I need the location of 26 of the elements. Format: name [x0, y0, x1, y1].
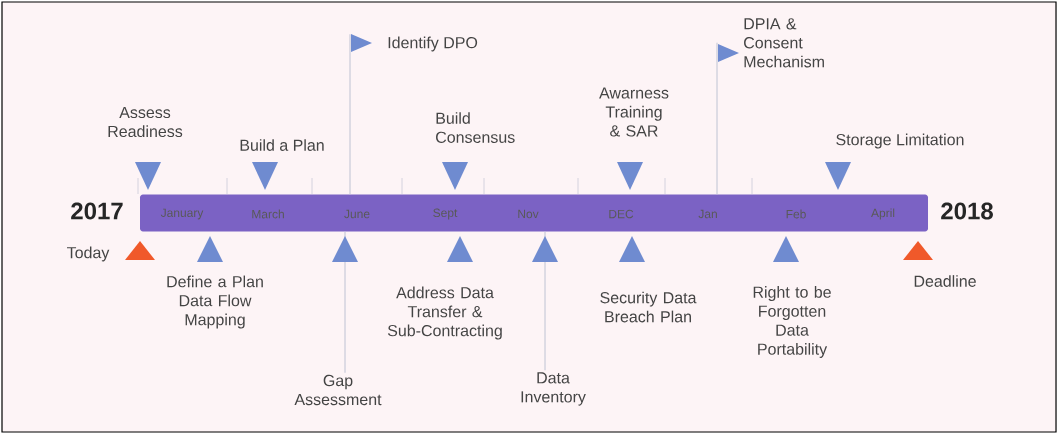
- milestone-label: Build a Plan: [240, 139, 324, 151]
- month-label: January: [160, 208, 204, 220]
- month-label: June: [344, 209, 370, 219]
- flag-pole: [349, 33, 351, 195]
- milestone-label: DPIA & Consent Mechanism: [744, 18, 824, 68]
- month-label: Feb: [786, 209, 806, 219]
- milestone-label: Storage Limitation: [836, 133, 964, 149]
- milestone-label: Address Data Transfer & Sub-Contracting: [387, 286, 502, 340]
- month-label: April: [871, 208, 895, 220]
- milestone-label: Data Inventory: [521, 372, 586, 406]
- milestone-label: Gap Assessment: [294, 374, 382, 406]
- milestone-label: Right to be Forgotten Data Portability: [753, 286, 831, 358]
- month-label: Jan: [698, 209, 717, 219]
- milestone-label: Awarness Training & SAR: [599, 87, 669, 137]
- milestone-label: Today: [67, 246, 110, 262]
- milestone-label: Assess Readiness: [108, 106, 183, 138]
- milestone-label: Build Consensus: [436, 112, 515, 143]
- milestone-label: Identify DPO: [388, 36, 478, 52]
- milestone-label: Deadline: [914, 275, 976, 287]
- milestone-label: Define a Plan Data Flow Mapping: [167, 275, 263, 329]
- flag-pole: [716, 42, 718, 195]
- month-label: DEC: [609, 209, 634, 219]
- milestone-label: Security Data Breach Plan: [600, 291, 697, 323]
- month-label: March: [252, 209, 284, 219]
- month-label: Sept: [433, 208, 458, 220]
- month-label: Nov: [518, 209, 539, 219]
